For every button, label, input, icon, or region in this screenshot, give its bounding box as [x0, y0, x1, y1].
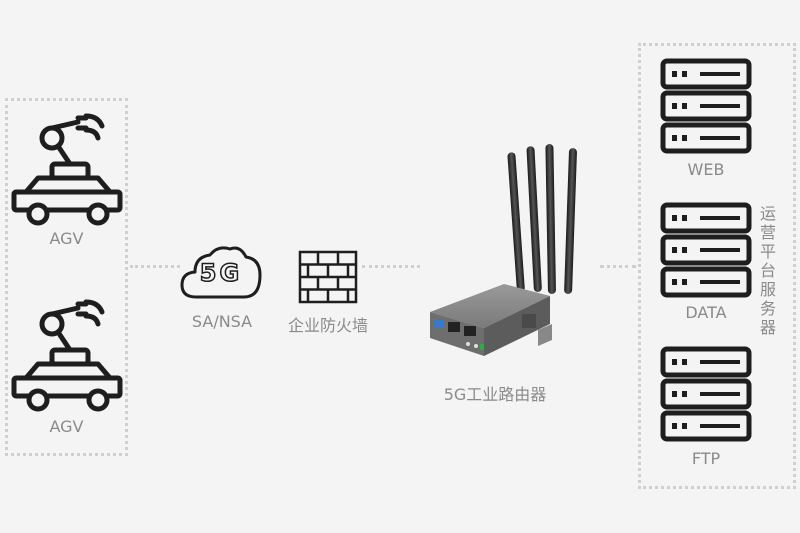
server-group	[638, 43, 796, 489]
cloud-5g-text: 5G	[199, 258, 243, 288]
cloud-5g-icon	[180, 246, 262, 299]
network-label: SA/NSA	[191, 312, 253, 331]
robot-arm-agv-icon	[11, 113, 123, 226]
server-rack-icon	[660, 58, 752, 154]
connector-middle	[362, 265, 420, 268]
agv-label-2: AGV	[49, 417, 84, 436]
server-label-ftp: FTP	[691, 449, 721, 468]
server-label-web: WEB	[687, 160, 725, 179]
connector-right	[600, 265, 636, 268]
platform-label: 运营平台服务器	[759, 204, 776, 337]
router-label: 5G工业路由器	[443, 385, 547, 404]
robot-arm-agv-icon	[11, 299, 123, 412]
server-rack-icon	[660, 202, 752, 298]
server-label-data: DATA	[685, 303, 727, 322]
agv-label-1: AGV	[49, 229, 84, 248]
agv-group	[5, 98, 128, 456]
firewall-label: 企业防火墙	[287, 316, 368, 335]
connector-left	[130, 265, 180, 268]
brick-firewall-icon	[298, 250, 358, 304]
router-icon	[430, 144, 577, 356]
server-rack-icon	[660, 346, 752, 442]
